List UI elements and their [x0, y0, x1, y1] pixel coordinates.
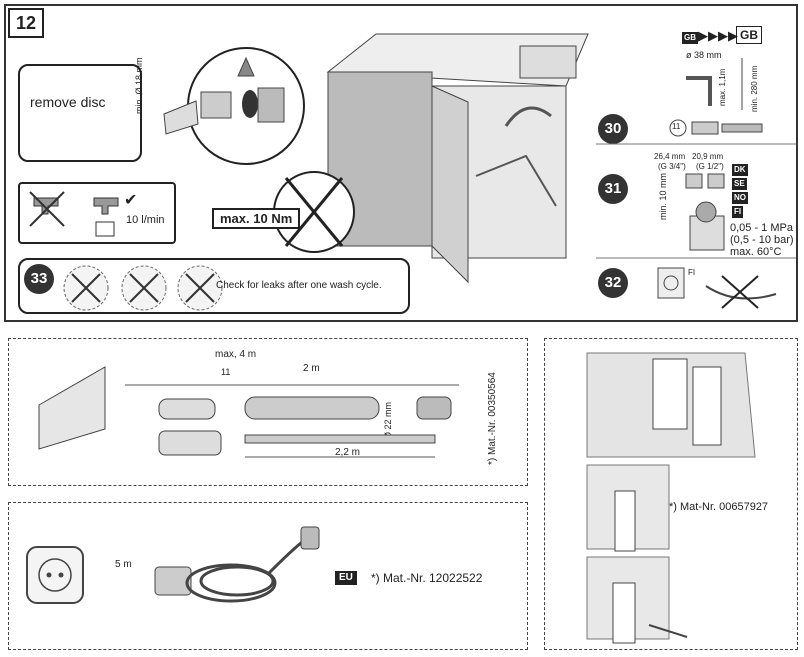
drain-max-height: max. 1,1m: [718, 68, 727, 106]
callout-32: 32: [598, 268, 628, 298]
country-se: SE: [732, 178, 747, 190]
circle-11-ext: 11: [221, 367, 231, 377]
power-cable-illustration: [154, 526, 320, 603]
gb-box: GB: [736, 26, 762, 44]
max-temperature: max. 60°C: [730, 246, 782, 258]
length-2m-label: 2 m: [303, 363, 320, 374]
torque-label: max. 10 Nm: [212, 208, 301, 229]
hose-diameter-label: min. Ø 18 mm: [134, 57, 144, 114]
side-panel: *) Mat-Nr. 00657927: [544, 338, 798, 650]
cabinet-illustration: [273, 33, 589, 284]
country-dk: DK: [732, 164, 748, 176]
drain-illustration: [596, 58, 796, 145]
thread-a-label: 26,4 mm: [654, 152, 686, 161]
step-number: 12: [8, 8, 44, 38]
arrow-icons: ▶▶▶▶: [698, 28, 738, 43]
valve-illustration: [596, 173, 796, 259]
checkmark-icon: ✔: [124, 192, 138, 209]
hose-parts-illustration: [38, 366, 459, 458]
side-panel-mat-nr: *) Mat-Nr. 00657927: [669, 501, 769, 513]
diameter-22-label: Ø 22 mm: [383, 401, 393, 439]
drain-diameter: ø 38 mm: [686, 50, 722, 60]
hose-disc-illustration: [163, 47, 305, 165]
leak-check-box: 33 Check for leaks after one wash cycle.: [18, 258, 410, 314]
cable-length-label: 5 m: [115, 559, 132, 570]
pressure-range: 0,05 - 1 MPa: [730, 222, 793, 234]
remove-disc-label: remove disc: [30, 94, 106, 110]
fi-label: FI: [688, 268, 696, 277]
remove-disc-box: remove disc: [18, 64, 142, 162]
thread-b-label: 20,9 mm: [692, 152, 724, 161]
thread-min-label: min. 10 mm: [658, 172, 668, 220]
installation-step-panel: 12 remove disc min. Ø 18 mm ✔ 10 l/min 3…: [4, 4, 798, 322]
leak-check-text: Check for leaks after one wash cycle.: [216, 280, 382, 291]
leak-check-icons: [63, 265, 223, 311]
circle-11-label: 11: [672, 122, 681, 131]
pressure-bar: (0,5 - 10 bar): [730, 234, 794, 246]
thread-a-g-label: (G 3/4"): [658, 162, 686, 171]
flow-rate-box: ✔ 10 l/min: [18, 182, 176, 244]
callout-33: 33: [24, 264, 54, 294]
drain-min-height: min. 280 mm: [750, 65, 759, 112]
length-2-2m-label: 2,2 m: [335, 447, 361, 458]
ext-mat-nr: *) Mat.-Nr. 00350564: [487, 372, 498, 465]
extension-hose-panel: max, 4 m 11 2 m 2,2 m Ø 22 mm *) Mat.-Nr…: [8, 338, 528, 486]
gb-tag: GB: [682, 32, 698, 44]
flow-rate-label: 10 l/min: [126, 214, 165, 226]
power-mat-nr: *) Mat.-Nr. 12022522: [371, 571, 483, 585]
socket-icon: [26, 546, 84, 604]
callout-31: 31: [598, 174, 628, 204]
tap-icon: [29, 191, 119, 237]
callout-30: 30: [598, 114, 628, 144]
max-length-label: max, 4 m: [215, 349, 257, 360]
side-panel-illustration: [586, 352, 756, 644]
country-fi: FI: [732, 206, 744, 218]
country-no: NO: [732, 192, 748, 204]
power-cable-panel: 5 m EU *) Mat.-Nr. 12022522: [8, 502, 528, 650]
eu-tag: EU: [335, 571, 357, 585]
thread-b-g-label: (G 1/2"): [696, 162, 724, 171]
socket-cable-illustration: [657, 267, 777, 309]
